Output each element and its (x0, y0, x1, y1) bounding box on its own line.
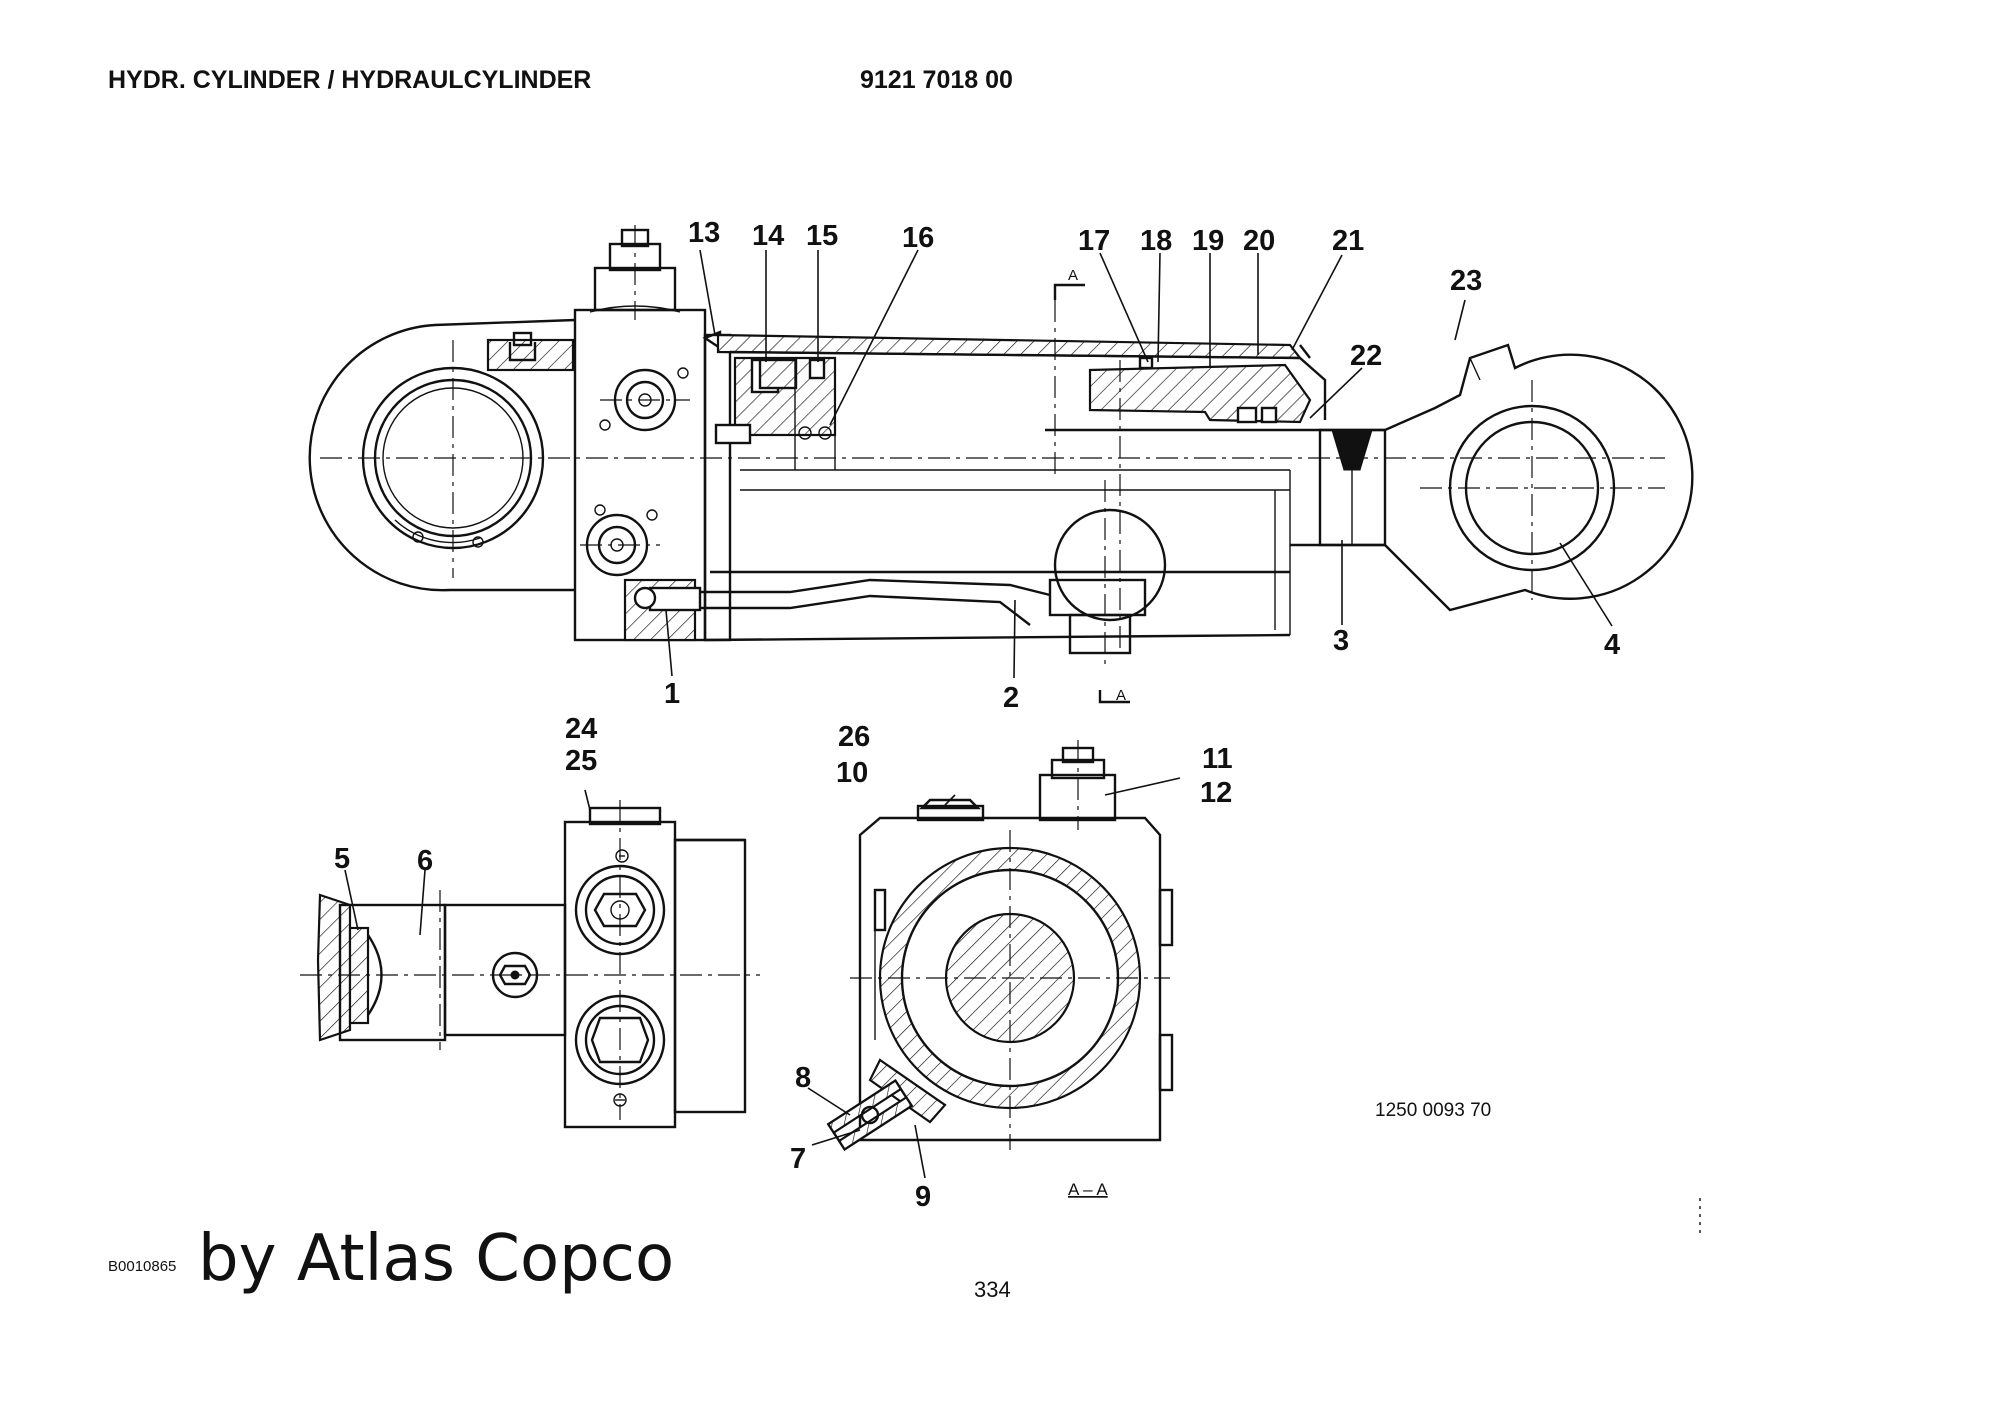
left-clevis-eye (308, 318, 576, 592)
bottom-left-view (300, 789, 760, 1129)
callout-16: 16 (902, 222, 934, 254)
callout-7: 7 (790, 1143, 806, 1175)
main-side-view: A A (308, 225, 1694, 704)
callout-1: 1 (664, 678, 680, 710)
piston-rod (1045, 428, 1387, 547)
rod-end-eye (1384, 343, 1694, 612)
section-mark-bottom: A (1098, 687, 1130, 704)
leader-lines-main (665, 249, 1613, 679)
page-title: HYDR. CYLINDER / HYDRAULCYLINDER (108, 66, 592, 94)
callout-19: 19 (1192, 225, 1224, 257)
callout-3: 3 (1333, 625, 1349, 657)
drawing-number: 1250 0093 70 (1375, 1100, 1492, 1121)
external-pipe (700, 480, 1167, 665)
callout-numbers: 1 2 3 4 5 6 7 8 9 10 11 12 13 14 15 16 1… (334, 217, 1620, 1213)
part-number: 9121 7018 00 (860, 66, 1013, 94)
credit-text: by Atlas Copco (198, 1222, 675, 1296)
callout-12: 12 (1200, 777, 1232, 809)
section-label-top: A (1068, 267, 1078, 284)
cylinder-barrel (702, 330, 1327, 650)
callout-15: 15 (806, 220, 838, 252)
callout-24: 24 (565, 713, 597, 745)
reference-code: B0010865 (108, 1258, 177, 1275)
callout-18: 18 (1140, 225, 1172, 257)
callout-23: 23 (1450, 265, 1482, 297)
section-view-label: A – A (1068, 1180, 1108, 1199)
callout-4: 4 (1604, 629, 1620, 661)
section-mark-top: A (1053, 267, 1085, 480)
callout-25: 25 (565, 745, 597, 777)
section-a-a-view: A – A (807, 740, 1701, 1238)
callout-10: 10 (836, 757, 868, 789)
callout-6: 6 (417, 845, 433, 877)
callout-13: 13 (688, 217, 720, 249)
callout-20: 20 (1243, 225, 1275, 257)
callout-8: 8 (795, 1062, 811, 1094)
valve-block (573, 225, 707, 642)
callout-9: 9 (915, 1181, 931, 1213)
callout-21: 21 (1332, 225, 1364, 257)
section-label-bottom: A (1116, 687, 1126, 704)
callout-26: 26 (838, 721, 870, 753)
callout-22: 22 (1350, 340, 1382, 372)
callout-11: 11 (1202, 743, 1233, 775)
page-number: 334 (974, 1277, 1011, 1302)
callout-17: 17 (1078, 225, 1110, 257)
callout-14: 14 (752, 220, 784, 252)
callout-2: 2 (1003, 682, 1019, 714)
callout-5: 5 (334, 843, 350, 875)
